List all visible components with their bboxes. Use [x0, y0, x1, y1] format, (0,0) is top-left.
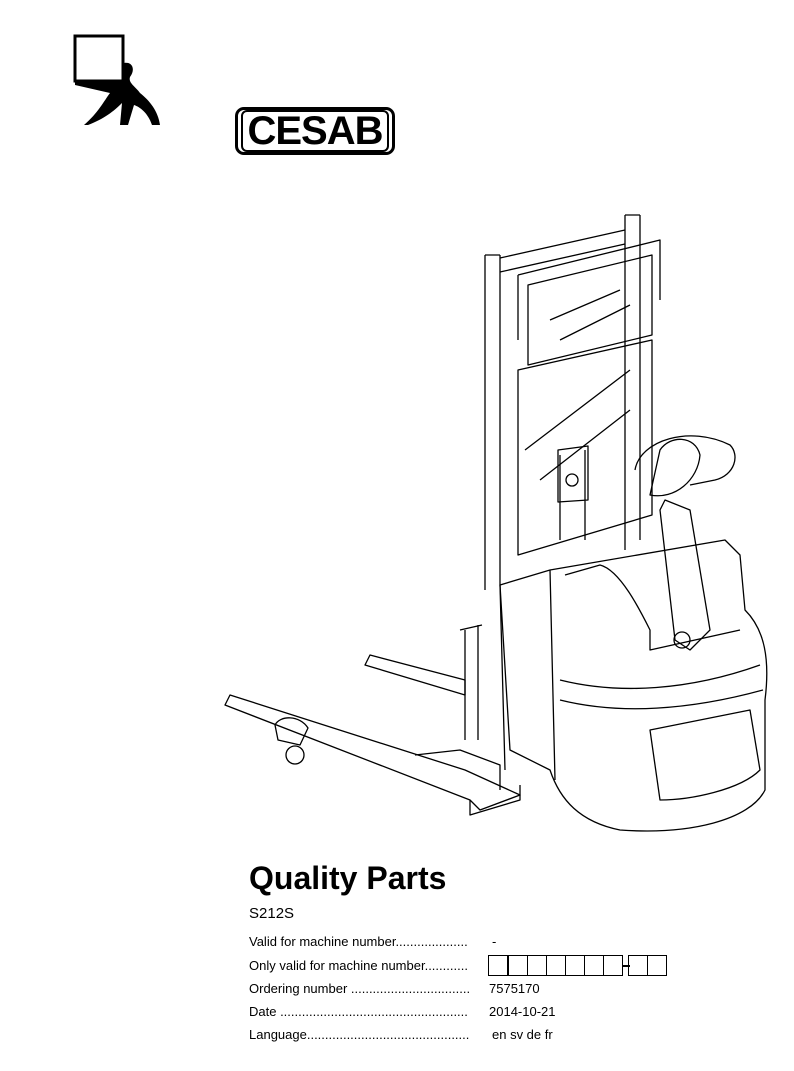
valid-machine-number-value: -: [492, 934, 497, 949]
language-value: en sv de fr: [492, 1027, 553, 1042]
digit-box: [488, 955, 508, 976]
digit-box: [507, 955, 528, 976]
stacker-illustration: [224, 214, 768, 832]
document-title: Quality Parts: [249, 860, 447, 896]
digit-box: [603, 955, 623, 976]
only-valid-machine-number-row: Only valid for machine number...........…: [249, 958, 482, 976]
digit-box: [584, 955, 604, 976]
model-name: S212S: [249, 905, 295, 922]
cesab-logo: CESAB: [70, 33, 395, 155]
field-label: Valid for machine number................…: [249, 934, 468, 949]
field-label: Only valid for machine number...........…: [249, 958, 468, 973]
field-label: Ordering number ........................…: [249, 981, 471, 996]
digit-box: [546, 955, 566, 976]
digit-box: [527, 955, 547, 976]
digit-box: [565, 955, 585, 976]
field-label: Date ...................................…: [249, 1004, 468, 1019]
date-row: Date ...................................…: [249, 1004, 482, 1022]
language-row: Language................................…: [249, 1027, 482, 1045]
field-label: Language................................…: [249, 1027, 470, 1042]
date-value: 2014-10-21: [489, 1004, 556, 1019]
machine-number-boxes: [488, 955, 667, 976]
logo-wordmark: CESAB: [235, 107, 395, 155]
logo-figure-icon: [73, 34, 160, 125]
ordering-number-row: Ordering number ........................…: [249, 981, 482, 999]
separator-dash: [622, 964, 630, 967]
digit-box: [628, 955, 648, 976]
digit-box: [647, 955, 667, 976]
valid-machine-number-row: Valid for machine number................…: [249, 934, 482, 952]
ordering-number-value: 7575170: [489, 981, 540, 996]
